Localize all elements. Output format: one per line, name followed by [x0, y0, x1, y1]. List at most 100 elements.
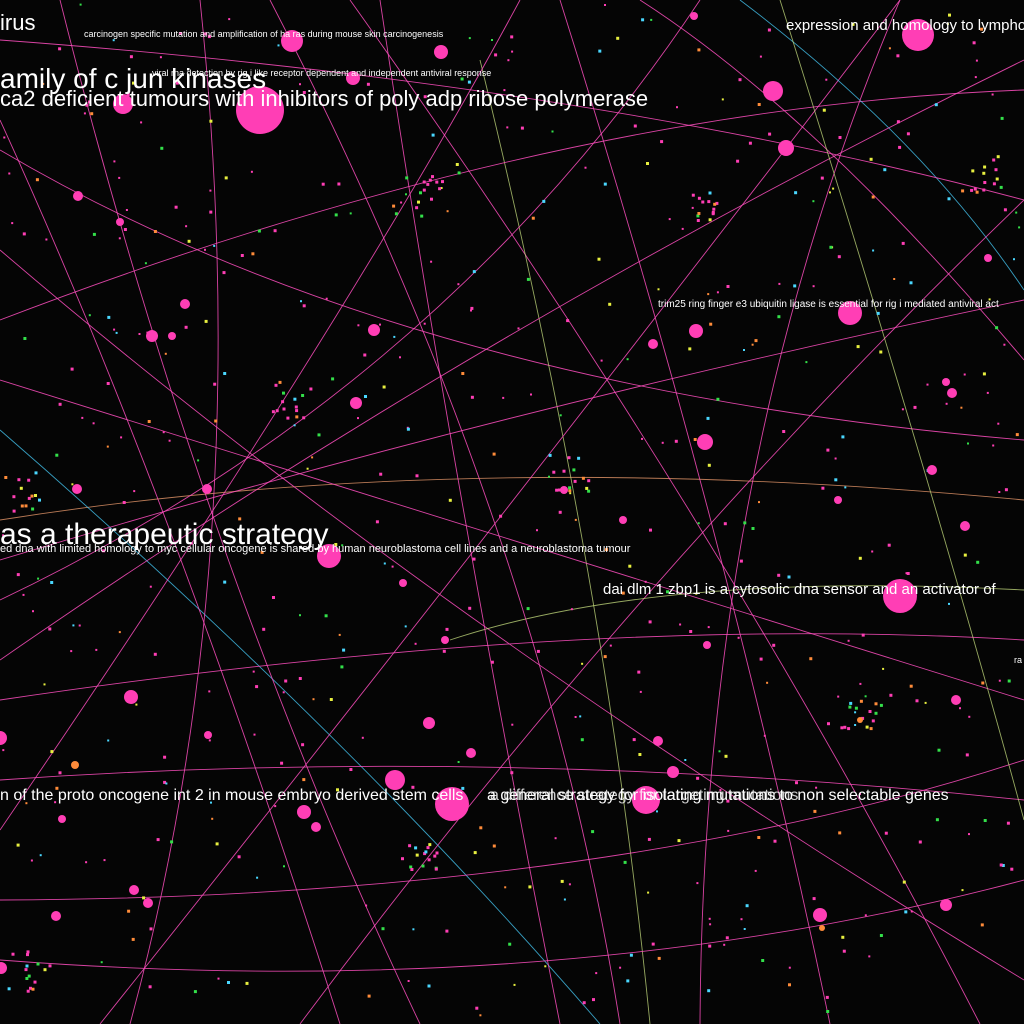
graph-node-small[interactable] [434, 867, 438, 871]
graph-node-small[interactable] [812, 897, 816, 901]
graph-node-small[interactable] [691, 193, 695, 197]
graph-node-small[interactable] [1003, 208, 1007, 212]
graph-node-small[interactable] [761, 959, 765, 962]
graph-node[interactable] [434, 45, 448, 59]
graph-node-small[interactable] [162, 431, 165, 434]
graph-node-small[interactable] [383, 562, 386, 565]
graph-node-small[interactable] [20, 504, 24, 508]
graph-node-small[interactable] [22, 232, 26, 236]
graph-node-small[interactable] [414, 846, 418, 850]
graph-node[interactable] [281, 30, 303, 52]
graph-node-small[interactable] [1018, 226, 1021, 229]
graph-node-small[interactable] [813, 809, 817, 813]
graph-node-small[interactable] [697, 48, 701, 52]
graph-node-small[interactable] [973, 187, 977, 191]
graph-node-small[interactable] [696, 219, 700, 222]
graph-node-small[interactable] [274, 383, 278, 387]
graph-node-small[interactable] [23, 337, 27, 340]
graph-node-small[interactable] [971, 169, 975, 173]
graph-node-small[interactable] [204, 248, 206, 251]
graph-node-small[interactable] [393, 335, 396, 338]
graph-node[interactable] [951, 695, 961, 705]
graph-node-small[interactable] [581, 662, 584, 665]
graph-node[interactable] [0, 731, 7, 745]
graph-node-small[interactable] [24, 968, 28, 972]
graph-node-small[interactable] [909, 684, 913, 688]
graph-node-small[interactable] [122, 501, 126, 504]
graph-node-small[interactable] [805, 361, 808, 364]
graph-node-small[interactable] [520, 126, 524, 130]
graph-node-small[interactable] [414, 642, 417, 645]
graph-node-small[interactable] [179, 32, 183, 35]
graph-node-small[interactable] [271, 410, 275, 414]
graph-node-small[interactable] [85, 103, 89, 107]
graph-node[interactable] [346, 71, 360, 85]
graph-node-small[interactable] [430, 260, 433, 263]
graph-node-small[interactable] [684, 759, 687, 761]
graph-node-small[interactable] [531, 216, 535, 220]
graph-node-small[interactable] [569, 492, 572, 495]
graph-node-small[interactable] [499, 514, 503, 518]
graph-node-small[interactable] [626, 979, 630, 983]
graph-node-small[interactable] [503, 89, 506, 92]
graph-node-small[interactable] [530, 393, 532, 396]
graph-node-small[interactable] [204, 319, 208, 323]
graph-node-small[interactable] [415, 474, 419, 478]
graph-node[interactable] [72, 484, 82, 494]
graph-node-small[interactable] [19, 486, 23, 490]
graph-node-small[interactable] [435, 180, 439, 184]
graph-node-small[interactable] [676, 106, 678, 109]
graph-node-small[interactable] [54, 801, 57, 804]
graph-node-accent[interactable] [857, 717, 863, 723]
graph-node-small[interactable] [708, 191, 712, 195]
graph-node-small[interactable] [138, 333, 141, 335]
graph-node-small[interactable] [707, 200, 711, 204]
graph-node-small[interactable] [118, 631, 121, 634]
graph-node-small[interactable] [838, 136, 842, 139]
graph-node-small[interactable] [992, 182, 996, 186]
graph-node-small[interactable] [829, 245, 833, 249]
graph-node-small[interactable] [1001, 864, 1005, 867]
graph-node-small[interactable] [209, 119, 213, 123]
graph-node-small[interactable] [872, 249, 875, 252]
graph-node-small[interactable] [26, 950, 30, 954]
graph-node-small[interactable] [103, 859, 106, 862]
graph-node-small[interactable] [574, 518, 577, 521]
graph-node-small[interactable] [149, 585, 152, 588]
graph-node-small[interactable] [626, 358, 629, 361]
graph-node-small[interactable] [426, 846, 430, 850]
graph-node-small[interactable] [457, 761, 460, 763]
graph-node-small[interactable] [574, 716, 577, 718]
graph-node-small[interactable] [340, 665, 344, 669]
graph-node-small[interactable] [815, 786, 818, 789]
graph-node[interactable] [902, 19, 934, 51]
graph-node-small[interactable] [30, 494, 34, 498]
graph-node-small[interactable] [646, 162, 649, 165]
graph-node-small[interactable] [185, 225, 188, 228]
graph-node-small[interactable] [548, 453, 552, 457]
graph-node-small[interactable] [401, 857, 404, 861]
graph-node-small[interactable] [526, 277, 530, 281]
graph-node-small[interactable] [25, 977, 29, 980]
graph-node-small[interactable] [27, 496, 31, 500]
graph-node-small[interactable] [324, 614, 328, 618]
graph-node-small[interactable] [375, 520, 379, 524]
graph-node-small[interactable] [587, 489, 591, 493]
graph-node-small[interactable] [379, 472, 383, 476]
graph-node-small[interactable] [794, 191, 798, 195]
graph-node[interactable] [129, 885, 139, 895]
graph-node[interactable] [834, 496, 842, 504]
graph-node-small[interactable] [213, 382, 217, 386]
graph-node-small[interactable] [876, 311, 880, 315]
graph-node-small[interactable] [361, 736, 364, 739]
graph-node-small[interactable] [118, 237, 121, 240]
graph-node-small[interactable] [48, 964, 52, 968]
graph-node-small[interactable] [766, 681, 769, 684]
graph-node-small[interactable] [295, 415, 299, 419]
graph-node-small[interactable] [1013, 258, 1015, 261]
graph-node-small[interactable] [43, 683, 46, 686]
graph-node-small[interactable] [849, 701, 853, 705]
graph-node-small[interactable] [147, 420, 151, 423]
graph-node-small[interactable] [1006, 821, 1010, 825]
graph-node-small[interactable] [551, 130, 554, 133]
